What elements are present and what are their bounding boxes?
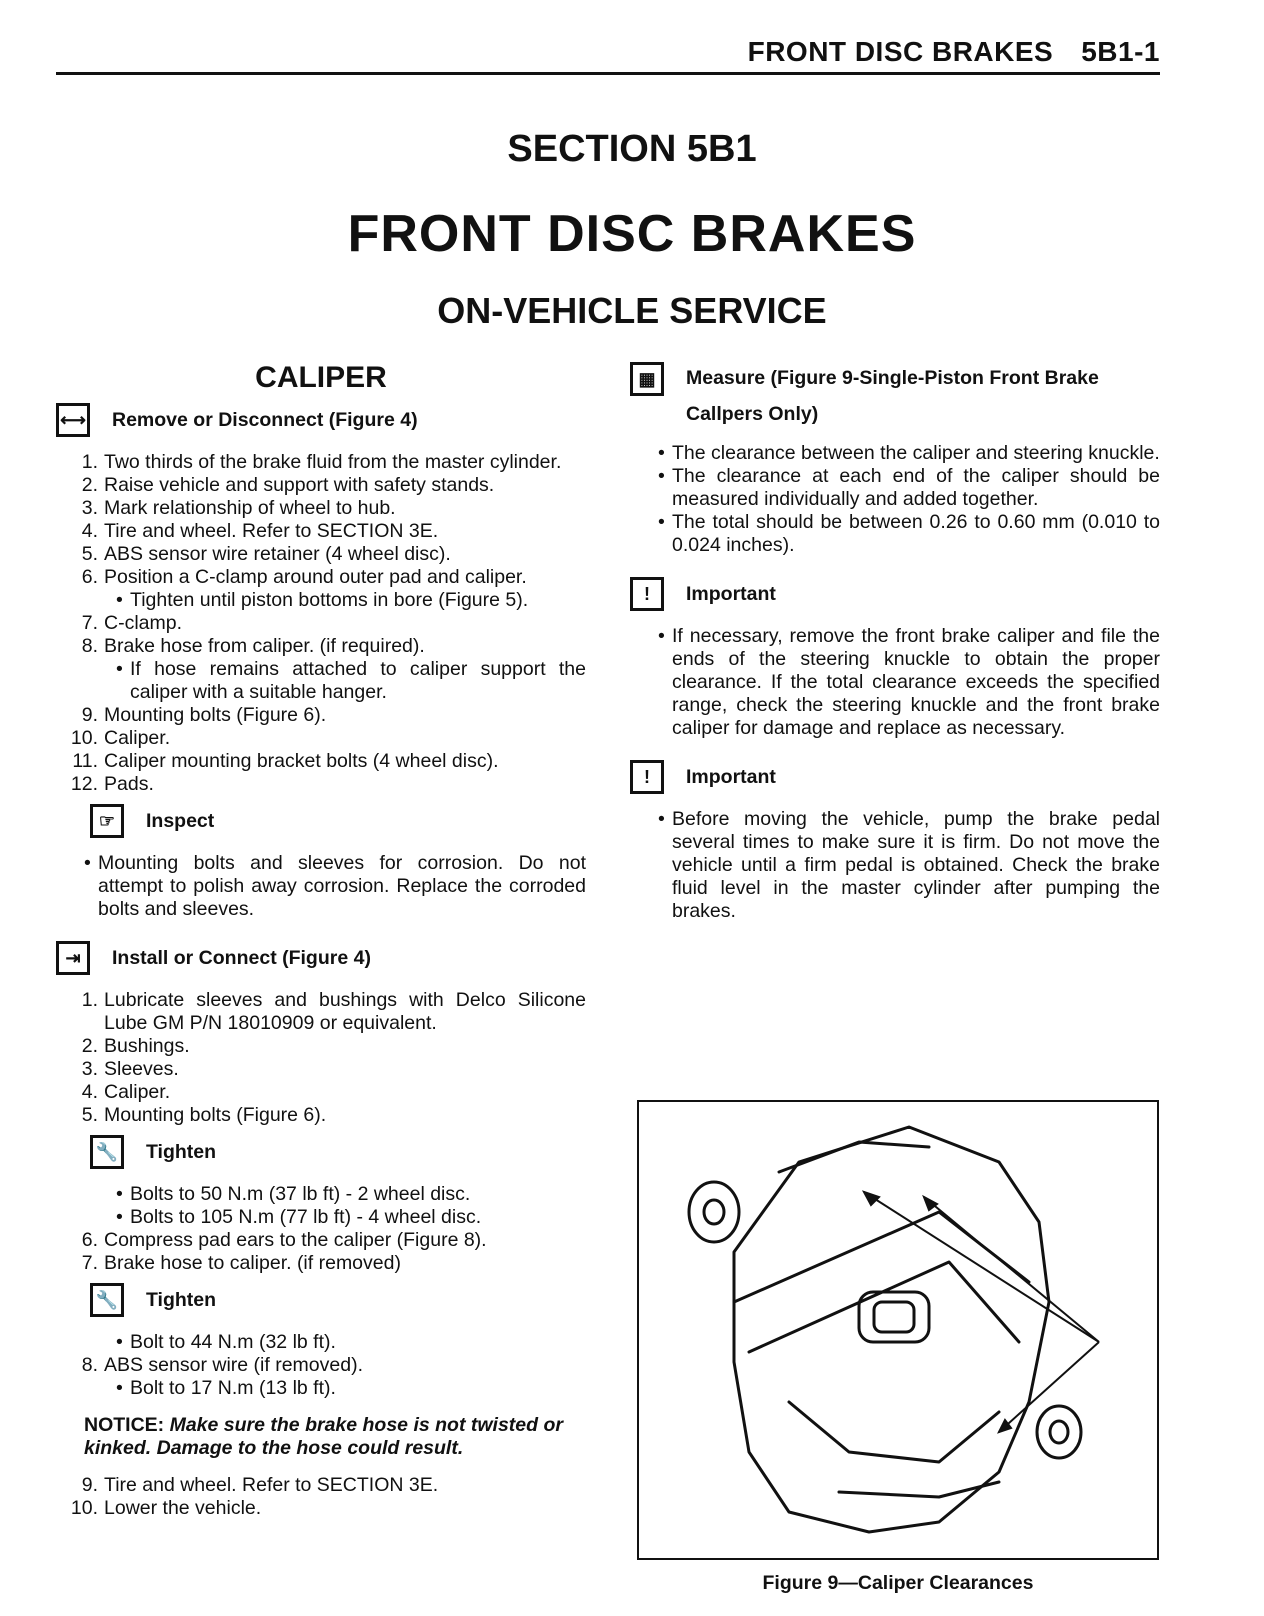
list-item: 1.Two thirds of the brake fluid from the…	[81, 451, 562, 473]
wrench-icon: 🔧	[90, 1283, 124, 1317]
list-item: 8.Brake hose from caliper. (if required)…	[81, 635, 425, 657]
inspect-icon: ☞	[90, 804, 124, 838]
list-item: 12.Pads.	[70, 773, 154, 795]
list-item: 7.Brake hose to caliper. (if removed)	[81, 1252, 401, 1274]
list-item: 11.Caliper mounting bracket bolts (4 whe…	[72, 750, 499, 772]
inspect-heading: ☞ Inspect	[90, 804, 586, 838]
list-item: •Mounting bolts and sleeves for corrosio…	[84, 852, 586, 920]
list-item: •If necessary, remove the front brake ca…	[658, 625, 1160, 739]
list-item: 2.Raise vehicle and support with safety …	[81, 474, 495, 496]
list-item: 3.Sleeves.	[81, 1058, 179, 1080]
caliper-heading: CALIPER	[255, 361, 387, 394]
tighten-heading: 🔧 Tighten	[90, 1283, 586, 1317]
list-item: 4.Tire and wheel. Refer to SECTION 3E.	[81, 520, 439, 542]
page-number: 5B1-1	[1081, 36, 1160, 67]
list-item: •Bolt to 44 N.m (32 lb ft).	[116, 1331, 336, 1353]
measure-icon: ▦	[630, 362, 664, 396]
caliper-drawing	[687, 1125, 1100, 1534]
list-item: •Bolts to 50 N.m (37 lb ft) - 2 wheel di…	[116, 1183, 471, 1205]
exclamation-icon: !	[630, 577, 664, 611]
remove-arrows-icon: ⟷	[56, 403, 90, 437]
list-item: 3.Mark relationship of wheel to hub.	[81, 497, 396, 519]
figure-caption: Figure 9—Caliper Clearances	[762, 1572, 1034, 1594]
wrench-icon: 🔧	[90, 1135, 124, 1169]
notice: NOTICE: Make sure the brake hose is not …	[84, 1414, 563, 1459]
list-item: •Tighten until piston bottoms in bore (F…	[116, 589, 529, 611]
list-item: 6.Compress pad ears to the caliper (Figu…	[81, 1229, 487, 1251]
list-item: 10.Caliper.	[70, 727, 171, 749]
remove-heading: ⟷ Remove or Disconnect (Figure 4)	[56, 403, 586, 437]
list-item: 8.ABS sensor wire (if removed).	[81, 1354, 363, 1376]
important-heading: ! Important	[630, 760, 1160, 794]
remove-steps: 1.Two thirds of the brake fluid from the…	[56, 451, 586, 796]
list-item: 4.Caliper.	[81, 1081, 171, 1103]
list-item: 2.Bushings.	[81, 1035, 190, 1057]
list-item: 6.Position a C-clamp around outer pad an…	[81, 566, 527, 588]
list-item: •If hose remains attached to caliper sup…	[116, 658, 586, 703]
header-rule	[56, 72, 1160, 75]
page-subtitle: ON-VEHICLE SERVICE	[437, 290, 827, 331]
running-header: FRONT DISC BRAKES 5B1-1	[748, 36, 1160, 68]
list-item: 5.ABS sensor wire retainer (4 wheel disc…	[81, 543, 451, 565]
list-item: •Before moving the vehicle, pump the bra…	[658, 808, 1160, 922]
page-title: FRONT DISC BRAKES	[347, 205, 917, 263]
exclamation-icon: !	[630, 760, 664, 794]
list-item: 5.Mounting bolts (Figure 6).	[81, 1104, 327, 1126]
install-heading: ⇥ Install or Connect (Figure 4)	[56, 941, 586, 975]
header-title: FRONT DISC BRAKES	[747, 36, 1054, 67]
important-heading: ! Important	[630, 577, 1160, 611]
left-column: CALIPER ⟷ Remove or Disconnect (Figure 4…	[56, 360, 586, 1520]
list-item: •The clearance at each end of the calipe…	[658, 465, 1160, 510]
section-number: SECTION 5B1	[507, 128, 757, 170]
measure-heading: ▦ Measure (Figure 9-Single-Piston Front …	[630, 360, 1160, 432]
install-arrows-icon: ⇥	[56, 941, 90, 975]
list-item: 7.C-clamp.	[81, 612, 183, 634]
list-item: 9.Tire and wheel. Refer to SECTION 3E.	[81, 1474, 439, 1496]
caliper-figure	[637, 1100, 1159, 1560]
install-steps: 1.Lubricate sleeves and bushings with De…	[56, 989, 586, 1127]
list-item: •The total should be between 0.26 to 0.6…	[658, 511, 1160, 556]
list-item: •Bolt to 17 N.m (13 lb ft).	[116, 1377, 336, 1399]
list-item: •Bolts to 105 N.m (77 lb ft) - 4 wheel d…	[116, 1206, 482, 1228]
right-column: ▦ Measure (Figure 9-Single-Piston Front …	[630, 360, 1160, 923]
list-item: 1.Lubricate sleeves and bushings with De…	[81, 989, 586, 1034]
list-item: 9.Mounting bolts (Figure 6).	[81, 704, 327, 726]
tighten-heading: 🔧 Tighten	[90, 1135, 586, 1169]
list-item: 10.Lower the vehicle.	[70, 1497, 262, 1519]
list-item: •The clearance between the caliper and s…	[658, 442, 1160, 464]
